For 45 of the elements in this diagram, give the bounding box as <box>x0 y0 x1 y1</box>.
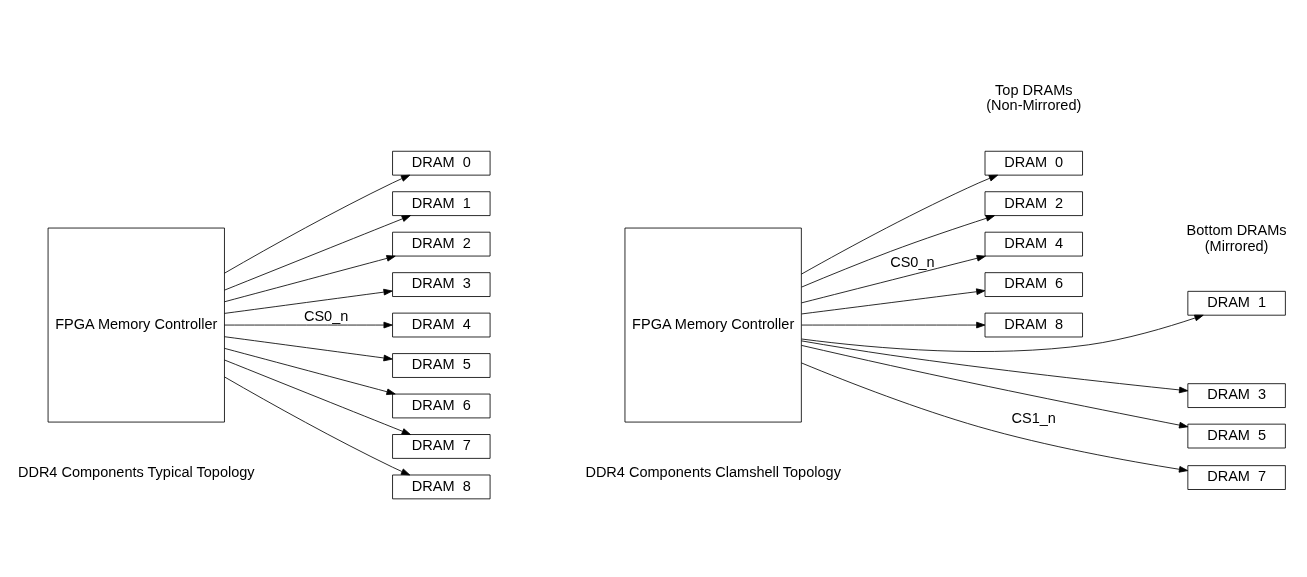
label: DDR4 Components Typical Topology <box>17 463 255 480</box>
node-box: DRAM 2 <box>392 231 491 256</box>
arrow <box>224 321 393 328</box>
edge-label: CS1_n <box>1011 409 1056 426</box>
node-box: DRAM 0 <box>392 150 491 176</box>
node-box: DRAM 0 <box>984 150 1083 176</box>
node-box: DRAM 4 <box>392 312 491 337</box>
arrow <box>801 174 999 275</box>
node-box: DRAM 7 <box>392 433 491 459</box>
node-box: DRAM 2 <box>984 190 1083 216</box>
node-box: DRAM 5 <box>392 352 491 378</box>
arrow <box>801 214 995 287</box>
arrow <box>801 287 986 314</box>
edge-label: CS0_n <box>890 253 935 270</box>
arrow <box>224 376 411 475</box>
node-box: DRAM 6 <box>392 393 491 418</box>
arrow <box>224 359 411 435</box>
node-box: FPGA Memory Controller <box>47 227 225 422</box>
arrow <box>801 254 986 303</box>
node-box: DRAM 6 <box>984 271 1083 297</box>
node-box: DRAM 4 <box>984 231 1083 256</box>
edge-label: CS0_n <box>303 307 349 324</box>
node-box: DRAM 8 <box>392 474 491 499</box>
node-box: DRAM 5 <box>1187 423 1286 448</box>
node-box: DRAM 3 <box>392 271 491 297</box>
arrow <box>224 288 393 314</box>
label: DDR4 Components Clamshell Topology <box>585 463 841 480</box>
arrow <box>224 254 396 302</box>
node-box: DRAM 7 <box>1187 464 1286 490</box>
node-box: DRAM 1 <box>392 190 491 216</box>
arrow <box>224 347 396 395</box>
node-box: DRAM 8 <box>984 312 1083 337</box>
node-box: DRAM 3 <box>1187 382 1286 408</box>
arrow <box>801 321 986 328</box>
node-box: DRAM 1 <box>1187 290 1286 316</box>
arrow <box>224 174 411 274</box>
arrow <box>801 314 1204 352</box>
arrow <box>224 214 411 291</box>
arrow <box>224 335 393 361</box>
label: Top DRAMs (Non-Mirrored) <box>986 81 1082 113</box>
arrow <box>801 362 1189 473</box>
arrow <box>801 339 1189 393</box>
arrow <box>801 344 1189 428</box>
node-box: FPGA Memory Controller <box>624 227 802 422</box>
label: Bottom DRAMs (Mirrored) <box>1186 221 1287 254</box>
